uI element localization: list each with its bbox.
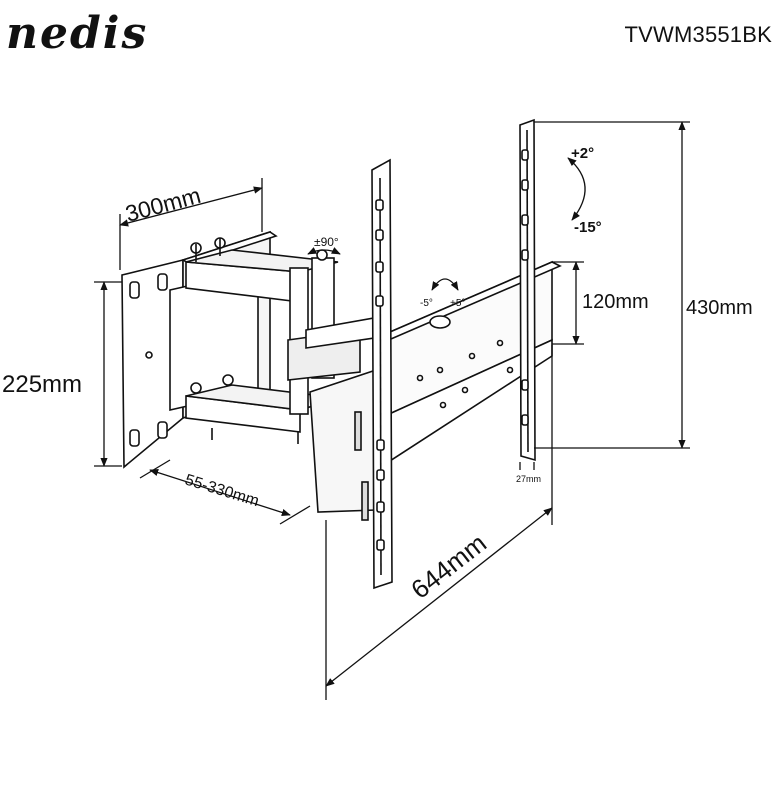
label-tilt-down: -15° <box>574 219 602 236</box>
label-swivel: ±90° <box>314 235 339 249</box>
rotation-arc <box>431 278 459 291</box>
dimension-lines <box>94 121 690 700</box>
label-vesa-vertical: 120mm <box>582 291 649 313</box>
arm-depth-line <box>119 186 263 227</box>
tv-bracket-right <box>519 118 536 462</box>
label-rotate-left: -5° <box>420 298 433 309</box>
tilt-arc <box>567 157 586 221</box>
label-rotate-right: +5° <box>450 298 465 309</box>
model-number: TVWM3551BK <box>624 22 772 47</box>
label-wall-distance: 27mm <box>516 474 541 484</box>
label-plate-height: 225mm <box>2 371 82 398</box>
tv-plate <box>374 260 562 472</box>
width-line <box>325 507 553 687</box>
label-tilt-up: +2° <box>571 145 594 162</box>
label-extension: 55-330mm <box>183 472 261 511</box>
label-max-height: 430mm <box>686 297 753 319</box>
arm-assembly <box>185 237 377 513</box>
tv-bracket-left <box>354 158 393 590</box>
label-arm-depth: 300mm <box>123 182 204 227</box>
nedis-logo: nedis <box>6 8 148 59</box>
extension-line <box>149 469 291 516</box>
logo-wordmark: nedis <box>6 8 148 59</box>
